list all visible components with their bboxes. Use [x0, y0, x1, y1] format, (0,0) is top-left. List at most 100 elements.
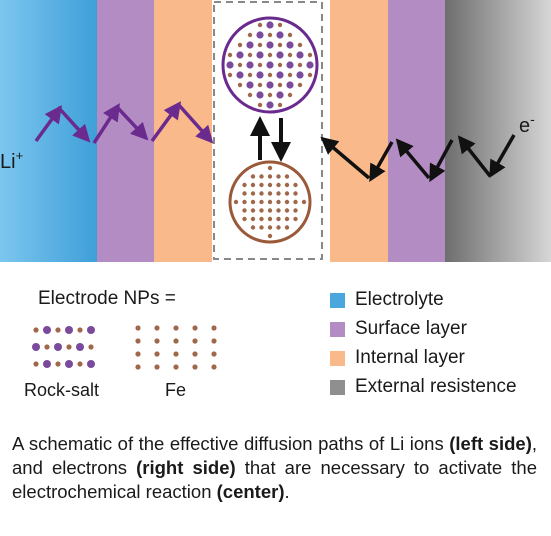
iron-atom: [267, 199, 273, 205]
legend-label-electrolyte: Electrolyte: [355, 289, 444, 310]
iron-atom: [247, 72, 253, 78]
fe-lattice: [233, 165, 307, 239]
lithium-atom: [256, 31, 264, 39]
iron-atom: [135, 325, 141, 331]
lithium-atom: [226, 61, 234, 69]
iron-atom: [247, 32, 253, 38]
legend-item-internal-layer: Internal layer: [330, 346, 465, 370]
iron-atom: [173, 338, 179, 344]
figure-caption: A schematic of the effective diffusion p…: [12, 432, 537, 504]
iron-atom: [135, 338, 141, 344]
external-resistence-swatch: [330, 379, 345, 395]
fe-label: Fe: [165, 380, 187, 400]
iron-atom: [250, 182, 256, 188]
iron-atom: [293, 216, 298, 222]
iron-atom: [276, 199, 281, 205]
iron-atom: [257, 102, 263, 108]
iron-atom: [284, 199, 290, 205]
lithium-atom: [266, 21, 274, 29]
legend-title: Electrode NPs =: [38, 288, 176, 309]
iron-atom: [250, 174, 256, 179]
iron-atom: [192, 364, 198, 370]
iron-atom: [242, 191, 247, 196]
iron-atom: [276, 225, 281, 230]
legend-item-electrolyte: Electrolyte: [330, 288, 444, 312]
iron-atom: [267, 72, 273, 78]
iron-atom: [211, 364, 217, 370]
iron-atom: [257, 42, 263, 48]
iron-atom: [293, 199, 298, 205]
internal-layer-band-right: [330, 0, 388, 262]
lithium-atom: [276, 91, 284, 99]
fe-legend-icon: [135, 325, 217, 370]
iron-atom: [192, 338, 198, 344]
lithium-atom: [87, 326, 95, 334]
iron-atom: [277, 22, 283, 28]
iron-atom: [247, 52, 253, 58]
rock-salt-label: Rock-salt: [24, 380, 100, 400]
li-ion-path: [34, 101, 214, 144]
caption-text-3: that are necessary to activate the elect…: [12, 457, 537, 502]
iron-atom: [259, 208, 264, 213]
iron-atom: [267, 191, 273, 196]
lithium-atom: [87, 360, 95, 368]
iron-atom: [211, 325, 217, 331]
legend-label-external-resistence: External resistence: [355, 376, 517, 397]
lithium-atom: [266, 61, 274, 69]
iron-atom: [211, 351, 217, 357]
iron-atom: [173, 325, 179, 331]
iron-atom: [250, 199, 256, 205]
rock-salt-legend-icon: [32, 326, 95, 368]
iron-atom: [77, 361, 83, 367]
electron-path: [320, 134, 516, 183]
iron-atom: [237, 82, 243, 88]
iron-atom: [293, 191, 298, 196]
iron-atom: [267, 208, 273, 213]
iron-atom: [259, 191, 264, 196]
iron-atom: [259, 174, 264, 179]
iron-atom: [55, 361, 61, 367]
iron-atom: [267, 92, 273, 98]
lithium-atom: [54, 343, 62, 351]
iron-atom: [259, 216, 264, 222]
caption-text-4: .: [284, 481, 290, 502]
iron-atom: [173, 364, 179, 370]
iron-atom: [250, 191, 256, 196]
iron-atom: [242, 216, 247, 222]
iron-atom: [242, 182, 247, 188]
iron-atom: [267, 233, 273, 239]
iron-atom: [259, 225, 264, 230]
iron-atom: [192, 351, 198, 357]
lithium-atom: [266, 81, 274, 89]
iron-atom: [233, 199, 239, 205]
iron-atom: [237, 42, 243, 48]
iron-atom: [237, 62, 243, 68]
iron-atom: [259, 199, 264, 205]
iron-atom: [293, 208, 298, 213]
iron-atom: [277, 82, 283, 88]
lithium-atom: [43, 360, 51, 368]
iron-atom: [276, 208, 281, 213]
iron-atom: [287, 72, 293, 78]
caption-text-1: A schematic of the effective diffusion p…: [12, 433, 450, 454]
surface-layer-band-right: [388, 0, 445, 262]
iron-atom: [267, 174, 273, 179]
iron-atom: [267, 165, 273, 171]
iron-atom: [307, 72, 313, 78]
lithium-atom: [306, 61, 314, 69]
iron-atom: [33, 361, 39, 367]
surface-layer-swatch: [330, 321, 345, 337]
lithium-atom: [32, 343, 40, 351]
lithium-atom: [43, 326, 51, 334]
lithium-atom: [296, 71, 304, 79]
iron-atom: [66, 344, 72, 350]
iron-atom: [297, 42, 303, 48]
iron-atom: [276, 182, 281, 188]
internal-layer-swatch: [330, 350, 345, 366]
iron-atom: [287, 52, 293, 58]
iron-atom: [276, 216, 281, 222]
lithium-atom: [276, 51, 284, 59]
iron-atom: [276, 174, 281, 179]
lithium-atom: [246, 81, 254, 89]
iron-atom: [135, 351, 141, 357]
